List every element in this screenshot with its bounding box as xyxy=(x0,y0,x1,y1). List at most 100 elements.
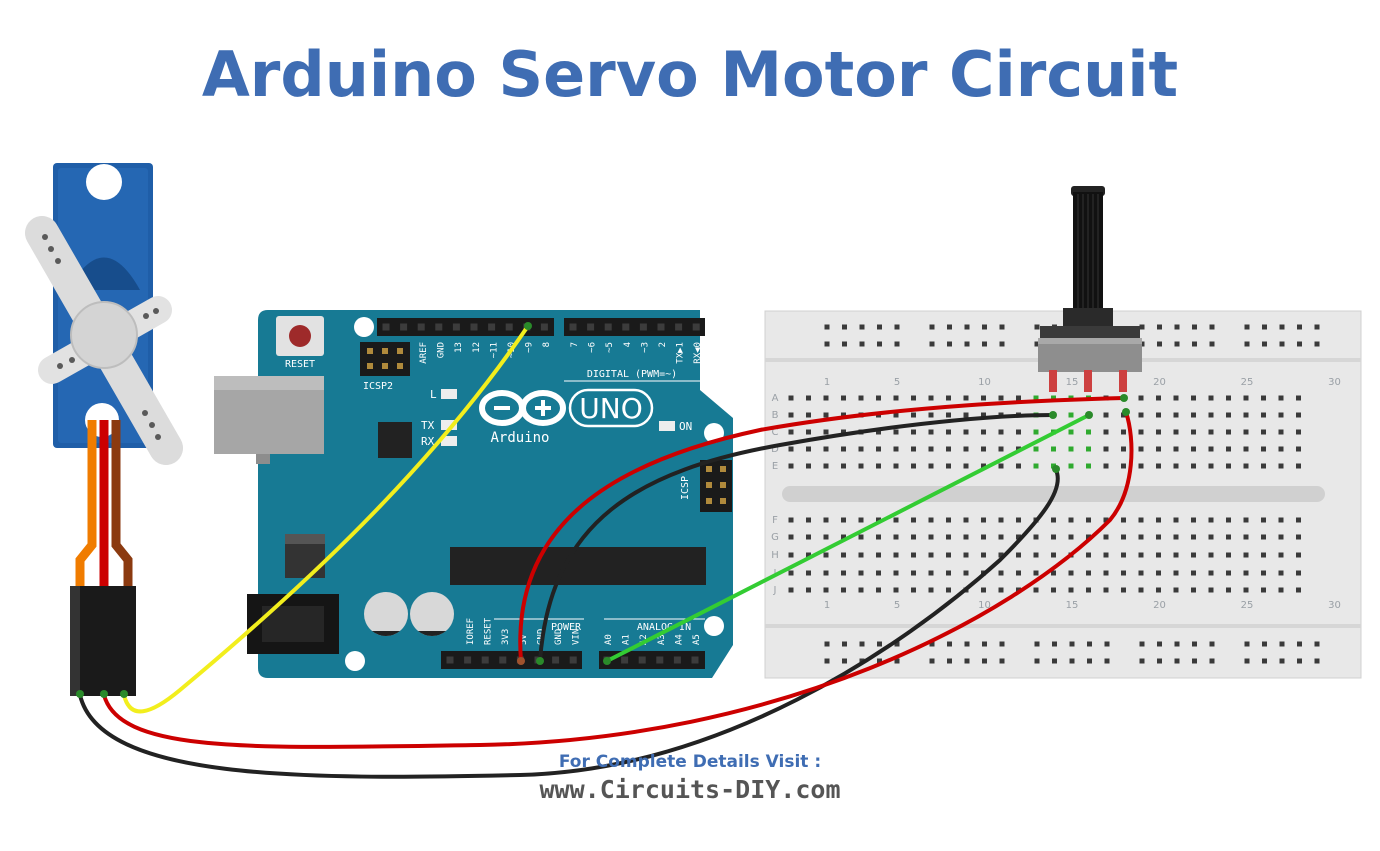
column-label: 1 xyxy=(824,377,830,388)
header-pin xyxy=(622,323,630,331)
breadboard-hole xyxy=(788,429,794,435)
rail-hole xyxy=(859,324,865,330)
breadboard-hole xyxy=(1278,570,1284,576)
breadboard-hole xyxy=(1261,429,1266,435)
breadboard-hole xyxy=(1121,463,1126,469)
pin-label: A2 xyxy=(639,634,649,645)
potentiometer-pin-right xyxy=(1119,370,1127,392)
column-label: 30 xyxy=(1328,377,1341,388)
header-pin xyxy=(621,656,629,664)
breadboard-hole xyxy=(1138,395,1144,401)
breadboard-hole xyxy=(1191,570,1196,576)
pin-label: A4 xyxy=(674,634,684,645)
breadboard-hole xyxy=(1103,552,1109,558)
led-rx-label: RX xyxy=(421,435,435,448)
breadboard-hole xyxy=(788,534,794,540)
breadboard-hole xyxy=(1226,552,1231,558)
potentiometer[interactable] xyxy=(1038,186,1142,392)
breadboard-hole xyxy=(858,570,864,576)
header-pin xyxy=(692,323,700,331)
breadboard-hole xyxy=(893,412,899,418)
breadboard-hole xyxy=(823,517,829,523)
breadboard-hole xyxy=(841,412,846,418)
breadboard-hole xyxy=(963,570,969,576)
servo-horn[interactable] xyxy=(25,216,183,465)
header-pin xyxy=(569,323,577,331)
breadboard-hole xyxy=(841,395,846,401)
rail-hole xyxy=(1244,641,1250,647)
servo-motor[interactable] xyxy=(25,163,183,465)
rail-hole xyxy=(877,658,882,664)
rail-hole xyxy=(1192,641,1197,647)
header-pin xyxy=(656,656,664,664)
breadboard-hole xyxy=(1121,587,1126,593)
breadboard-hole xyxy=(893,570,899,576)
page-title: Arduino Servo Motor Circuit xyxy=(201,38,1179,111)
footer-site-url[interactable]: www.Circuits-DIY.com xyxy=(539,775,841,804)
breadboard-hole xyxy=(928,395,934,401)
breadboard-hole xyxy=(893,552,899,558)
breadboard-hole xyxy=(1296,552,1301,558)
breadboard-hole xyxy=(1138,412,1144,418)
pin-label: VIN xyxy=(572,629,582,645)
breadboard-hole xyxy=(963,412,969,418)
breadboard-hole xyxy=(1033,534,1039,540)
atmega-chip xyxy=(450,547,706,585)
breadboard-hole xyxy=(911,517,916,523)
breadboard-hole xyxy=(1068,570,1074,576)
breadboard-hole xyxy=(1086,517,1091,523)
breadboard-hole xyxy=(1243,552,1249,558)
breadboard-hole xyxy=(876,429,881,435)
breadboard-hole xyxy=(841,463,846,469)
column-label: 10 xyxy=(978,600,991,611)
pin-label: GND xyxy=(554,629,564,645)
breadboard-hole xyxy=(946,552,951,558)
arduino-uno-board: RESET ICSP2 ICSP UNO Arduino L T xyxy=(214,310,733,678)
breadboard-hole xyxy=(1261,395,1266,401)
breadboard-hole xyxy=(1278,552,1284,558)
rail-hole xyxy=(1209,324,1215,330)
breadboard-hole xyxy=(981,429,986,435)
breadboard-hole xyxy=(1191,463,1196,469)
rail-hole xyxy=(1104,658,1110,664)
breadboard-hole xyxy=(1051,446,1056,452)
pin-label: ~3 xyxy=(640,342,650,353)
breadboard-hole xyxy=(806,412,811,418)
breadboard-hole xyxy=(1156,463,1161,469)
breadboard-hole xyxy=(981,552,986,558)
breadboard-hole xyxy=(1051,587,1056,593)
breadboard-hole xyxy=(1068,412,1074,418)
breadboard-hole xyxy=(1261,446,1266,452)
rail-hole xyxy=(1262,324,1267,330)
rail-hole xyxy=(982,341,987,347)
breadboard-hole xyxy=(946,587,951,593)
breadboard-hole xyxy=(1191,429,1196,435)
breadboard-hole xyxy=(1296,412,1301,418)
led-on xyxy=(659,421,675,431)
breadboard-hole xyxy=(1138,446,1144,452)
breadboard-hole xyxy=(806,534,811,540)
pin-label: ~11 xyxy=(489,342,499,358)
breadboard-hole xyxy=(1156,412,1161,418)
breadboard-hole xyxy=(946,463,951,469)
breadboard-hole xyxy=(1086,446,1091,452)
breadboard-hole xyxy=(1086,429,1091,435)
breadboard-hole xyxy=(1278,534,1284,540)
breadboard-hole xyxy=(1173,552,1179,558)
breadboard-hole xyxy=(858,517,864,523)
breadboard-hole xyxy=(911,463,916,469)
header-pin xyxy=(481,656,489,664)
breadboard-hole xyxy=(998,570,1004,576)
breadboard-hole xyxy=(1103,517,1109,523)
rail-hole xyxy=(859,341,865,347)
breadboard-hole xyxy=(1173,587,1179,593)
breadboard-hole xyxy=(806,570,811,576)
breadboard-hole xyxy=(1086,463,1091,469)
breadboard-hole xyxy=(963,395,969,401)
breadboard-hole xyxy=(1068,446,1074,452)
rail-hole xyxy=(1192,658,1197,664)
header-pin xyxy=(417,323,425,331)
column-label: 20 xyxy=(1153,600,1166,611)
